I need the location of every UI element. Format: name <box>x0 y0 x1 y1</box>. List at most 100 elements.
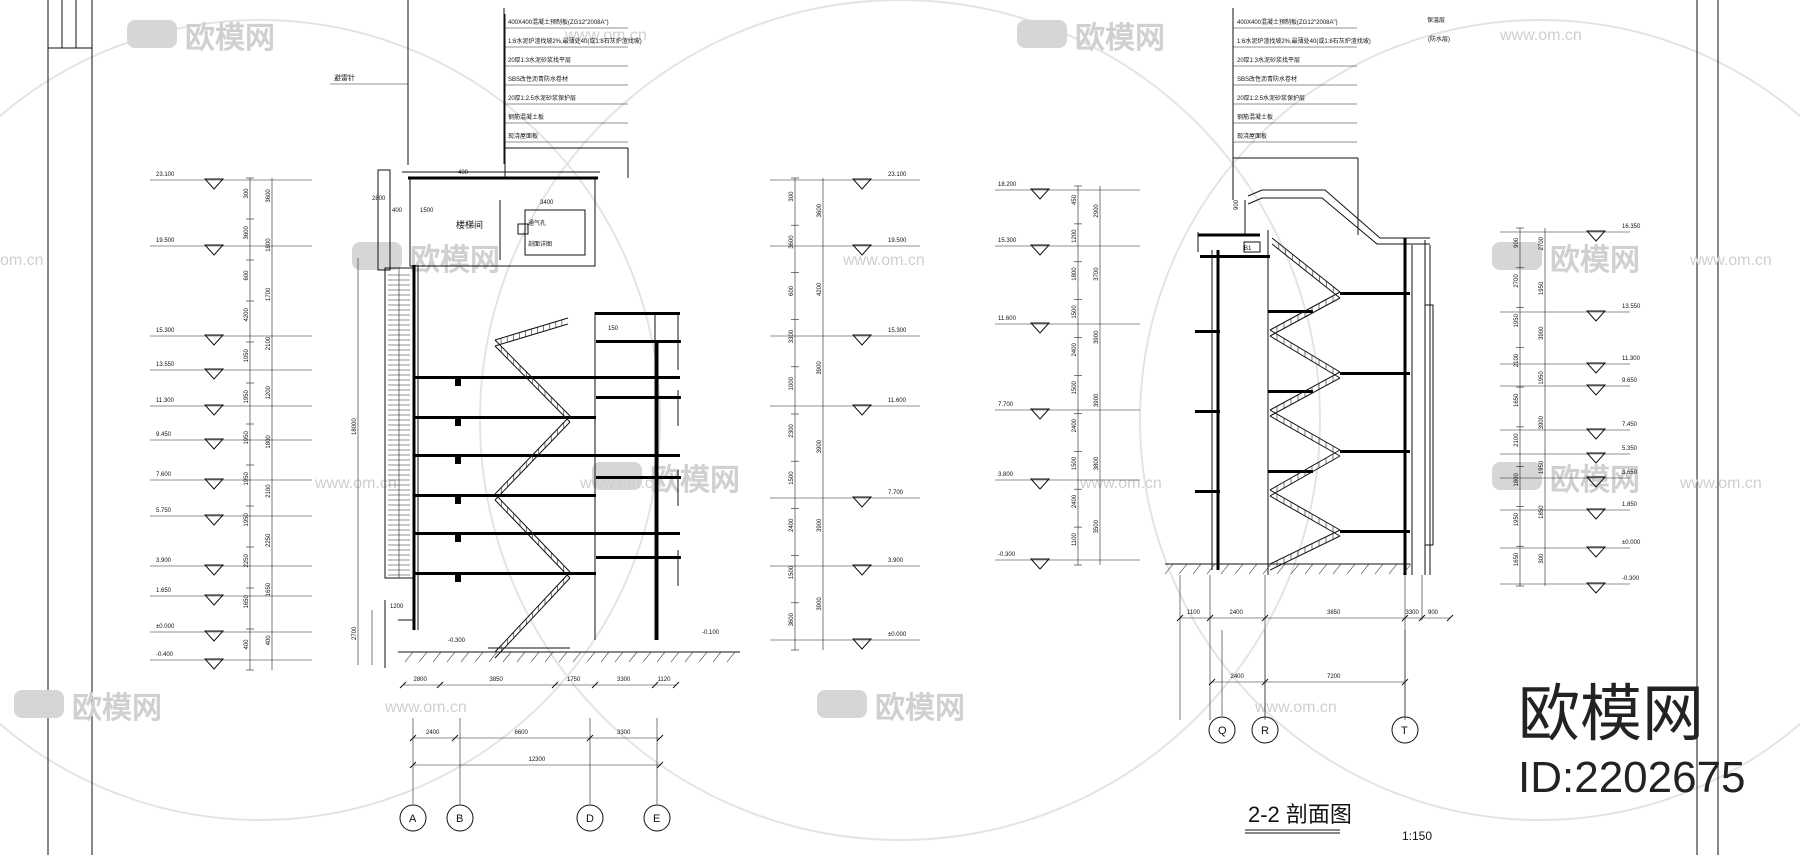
level-marker <box>851 638 873 650</box>
ground-hatch <box>1234 563 1244 575</box>
balcony-slab <box>596 556 681 559</box>
dim-label: 3600 <box>789 235 795 249</box>
dim-label: 1050 <box>244 348 250 362</box>
level-marker <box>203 368 225 380</box>
dim-tick <box>399 681 407 689</box>
dim-label: 3850 <box>1327 610 1341 616</box>
dim-label: 1950 <box>1539 460 1545 474</box>
ground-hatch <box>1164 563 1174 575</box>
roof-note: 1:6水泥炉渣找坡2%,最薄处40(或1:8石灰炉渣找坡) <box>1237 37 1371 45</box>
watermark-logo-mark <box>127 20 177 48</box>
beam <box>455 532 461 542</box>
dim-label: 3900 <box>1539 326 1545 340</box>
dim-label: 1800 <box>1514 473 1520 487</box>
floor-slab <box>414 454 680 457</box>
dim-label: 2700 <box>1514 274 1520 288</box>
elevation-label: ±0.000 <box>1622 540 1641 546</box>
balcony-slab <box>596 396 681 399</box>
dim-label: 1200 <box>1072 229 1078 243</box>
level-marker <box>851 564 873 576</box>
level-marker <box>1585 384 1607 396</box>
roof-slab <box>1200 255 1270 258</box>
block-x2-dim: 1500 <box>420 208 434 214</box>
dim-label: 2400 <box>1072 343 1078 357</box>
dim-label: 2400 <box>1231 674 1245 680</box>
dim-label: 3850 <box>490 677 504 683</box>
level-marker <box>1029 322 1051 334</box>
dim-label: 1700 <box>266 287 272 301</box>
dim-label: 3900 <box>1094 330 1100 344</box>
lower-width-dim: 1200 <box>390 604 404 610</box>
roof-slab <box>595 312 680 315</box>
roof-note: 400X400混凝土预制板(ZG12"2008A") <box>508 18 609 26</box>
floor-slab <box>1340 450 1410 453</box>
ground-hatch <box>446 651 456 663</box>
dim-label: 1100 <box>1187 610 1201 616</box>
floor-slab <box>1340 372 1410 375</box>
dim-tick <box>436 681 444 689</box>
level-marker <box>1585 546 1607 558</box>
ground-hatch <box>698 651 708 663</box>
level-marker <box>1585 476 1607 488</box>
total-height-dim: 18000 <box>352 418 358 435</box>
elevation-label: 11.300 <box>1622 356 1641 362</box>
watermark-url: www.om.cn <box>314 475 397 492</box>
lightning-rod-label: 避雷针 <box>334 73 355 82</box>
elevation-label: 11.600 <box>998 316 1017 322</box>
dim-label: 400 <box>266 635 272 646</box>
elevation-label: 15.300 <box>998 238 1017 244</box>
roof-note: 钢筋混凝土板 <box>1237 113 1273 121</box>
dim-label: 1200 <box>266 385 272 399</box>
elevation-label: 3.900 <box>888 558 904 564</box>
elevation-label: 11.300 <box>156 398 175 404</box>
axis-label: T <box>1401 725 1408 737</box>
watermark-logo-mark <box>352 242 402 270</box>
dim-label: 450 <box>1072 194 1078 205</box>
roof-notes-left: 400X400混凝土预制板(ZG12"2008A")1:6水泥炉渣找坡2%,最薄… <box>503 8 642 164</box>
watermark-url: www.om.cn <box>1079 475 1162 492</box>
elevation-label: 18.200 <box>998 182 1017 188</box>
ground-hatch <box>404 651 414 663</box>
ground-hatch <box>516 651 526 663</box>
dim-label: 1120 <box>658 677 672 683</box>
dim-label: 600 <box>244 270 250 281</box>
ground-hatch <box>1318 563 1328 575</box>
dim-label: 2100 <box>266 484 272 498</box>
elevation-label: 9.650 <box>1622 378 1638 384</box>
ground-hatch <box>726 651 736 663</box>
level-marker <box>1585 582 1607 594</box>
brand-logo-text: 欧模网 <box>1518 680 1704 749</box>
axis-label: Q <box>1218 725 1227 737</box>
elevation-label: -0.400 <box>156 652 174 658</box>
drawing-scale: 1:150 <box>1402 829 1432 843</box>
dim-label: 2400 <box>426 730 440 736</box>
floor-slab <box>414 416 596 419</box>
dim-label: 3900 <box>817 439 823 453</box>
ground-hatch <box>586 651 596 663</box>
elevation-label: 7.700 <box>998 402 1014 408</box>
dim-label: 4200 <box>817 282 823 296</box>
dim-tick <box>591 681 599 689</box>
dim-label: 3300 <box>617 730 631 736</box>
dim-label: 2400 <box>1230 610 1244 616</box>
detail-box-label: 剖面详图 <box>528 240 552 248</box>
roof-note: SBS改性沥青防水卷材 <box>1237 75 1297 83</box>
roof-note: SBS改性沥青防水卷材 <box>508 75 568 83</box>
dim-tick <box>1206 614 1214 622</box>
floor-slab <box>414 532 680 535</box>
balcony-dim: 150 <box>608 326 619 332</box>
roof-note: 现浇屋面板 <box>1237 132 1267 140</box>
level-marker <box>851 178 873 190</box>
dim-label: 1500 <box>789 565 795 579</box>
roof-height-dim: 900 <box>1234 199 1240 210</box>
dim-label: 1000 <box>789 376 795 390</box>
dim-label: 400 <box>244 639 250 650</box>
elevation-label: 9.450 <box>156 432 172 438</box>
elevation-label: 19.500 <box>888 238 907 244</box>
level-marker <box>203 178 225 190</box>
dim-label: 3700 <box>1094 267 1100 281</box>
level-marker <box>1585 362 1607 374</box>
dim-label: 1500 <box>1072 456 1078 470</box>
axis-label: D <box>586 813 594 825</box>
